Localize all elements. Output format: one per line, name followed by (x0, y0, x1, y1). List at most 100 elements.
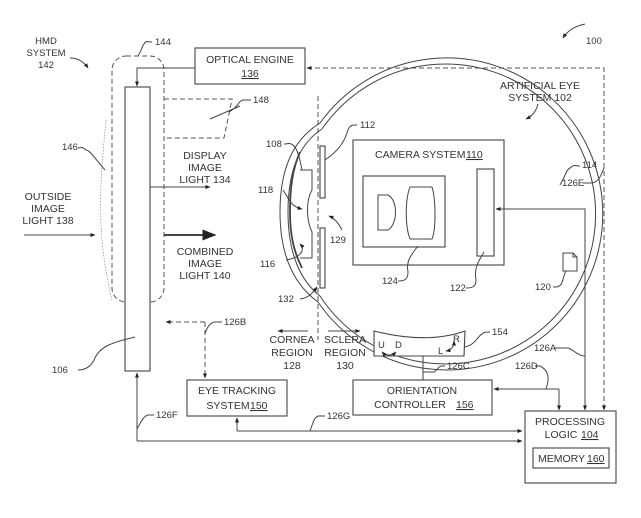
ref-118: 118 (258, 185, 273, 196)
hmd-label-line3: 142 (38, 60, 54, 71)
processing-logic-line2: LOGIC (545, 429, 578, 441)
eye-system-boundary-126E (306, 66, 605, 302)
ref-144: 144 (155, 37, 171, 48)
left-right-rotation-icon (445, 340, 456, 353)
memory-ref: 160 (587, 453, 605, 465)
display-light-line1: DISPLAY (183, 150, 227, 162)
outer-lens-146 (100, 119, 113, 301)
ref-114: 114 (582, 160, 597, 171)
ref-126D-leader (535, 365, 549, 390)
processing-logic-line1: PROCESSING (535, 416, 605, 428)
ref-106-leader (77, 336, 136, 371)
ref-126A: 126A (534, 343, 557, 354)
eye-tracking-line2: SYSTEM (206, 400, 249, 412)
ref-148: 148 (253, 95, 269, 106)
ref-126F: 126F (156, 410, 178, 421)
figure-ref-100: 100 (586, 36, 602, 47)
lens-element-2 (405, 186, 436, 240)
ref-106: 106 (52, 365, 68, 376)
ref-154: 154 (492, 327, 508, 338)
motor-label-u: U (378, 340, 385, 351)
artificial-eye-arrow (525, 103, 539, 120)
ref-129: 129 (330, 235, 346, 246)
orientation-controller-block (352, 379, 493, 416)
hmd-label-line2: SYSTEM (26, 48, 65, 59)
ref-112: 112 (360, 120, 375, 131)
figure-ref-arrow (562, 23, 586, 39)
eye-globe-outer (317, 57, 604, 371)
ref-126B-leader (204, 321, 222, 335)
aperture-plate-upper (319, 145, 326, 199)
ref-116: 116 (260, 259, 275, 270)
ref-126G: 126G (327, 411, 350, 422)
ref-126F-leader (136, 414, 154, 430)
ref-122: 122 (450, 283, 466, 294)
ref-124: 124 (382, 276, 398, 287)
sclera-region-line3: 130 (336, 360, 354, 372)
eye-globe-inner (319, 63, 597, 365)
orientation-controller-line1: ORIENTATION (387, 385, 457, 397)
ref-146: 146 (62, 142, 78, 153)
memory-block (532, 447, 610, 469)
memory-label: MEMORY (538, 453, 585, 465)
optical-engine-ref: 136 (241, 68, 259, 80)
cornea-region-line2: REGION (271, 347, 312, 359)
outside-light-line3: LIGHT 138 (22, 215, 73, 227)
iris-108 (300, 169, 313, 259)
image-sensor-122 (476, 168, 495, 257)
up-down-rotation-icon (381, 351, 397, 357)
sclera-region-line1: SCLERA (324, 334, 366, 346)
cornea-inner (287, 128, 323, 297)
ref-114-leader (559, 165, 581, 186)
cornea-region-line1: CORNEA (270, 334, 315, 346)
combined-light-line3: LIGHT 140 (179, 270, 230, 282)
orientation-controller-line2: CONTROLLER (374, 399, 446, 411)
ref-154-leader (464, 331, 491, 348)
motor-label-d: D (395, 340, 402, 351)
display-light-line3: LIGHT 134 (179, 174, 230, 186)
cornea-outer (279, 122, 321, 303)
eye-tracking-ref: 150 (250, 400, 268, 412)
motor-mount-154 (373, 330, 466, 357)
ref-148-leader (228, 99, 251, 113)
cornea-region-line3: 128 (283, 360, 301, 372)
ref-126C: 126C (447, 361, 470, 372)
ref-116-arrow (285, 243, 305, 261)
ref-129-arrow (328, 215, 343, 231)
orientation-controller-ref: 156 (456, 399, 474, 411)
optical-engine-block (194, 47, 306, 85)
hmd-label-line1: HMD (35, 36, 57, 47)
ref-122-leader (465, 251, 485, 289)
hmd-label-arrow (69, 57, 89, 69)
combined-light-line2: IMAGE (188, 258, 222, 270)
sclera-region-line2: REGION (324, 347, 365, 359)
ref-126A-leader (555, 347, 586, 357)
ref-124-leader (397, 245, 419, 282)
motor-label-r: R (453, 334, 460, 345)
ref-120-leader (553, 270, 567, 288)
combined-light-line1: COMBINED (177, 246, 234, 258)
ref-132-arrow (299, 286, 318, 300)
optical-combiner-106 (124, 86, 151, 372)
ref-126B: 126B (224, 317, 246, 328)
ref-120: 120 (535, 282, 551, 293)
ref-126G-leader (309, 415, 325, 432)
ref-118-arrow (282, 189, 303, 210)
ref-108: 108 (266, 139, 282, 150)
optical-engine-label: OPTICAL ENGINE (206, 54, 294, 66)
aperture-plate-lower (319, 227, 326, 289)
document-icon (562, 252, 578, 272)
eye-tracking-line1: EYE TRACKING (198, 385, 276, 397)
ref-146-leader (77, 147, 106, 171)
ref-112-leader (324, 124, 358, 161)
processing-logic-ref: 104 (581, 429, 599, 441)
outside-light-line2: IMAGE (31, 203, 65, 215)
processing-logic-block (524, 410, 617, 484)
eye-tracking-block (186, 379, 288, 417)
ref-126C-leader (423, 365, 445, 373)
ref-132: 132 (278, 294, 294, 305)
lens-116 (289, 151, 303, 269)
connection-126A-sensor (495, 207, 586, 270)
